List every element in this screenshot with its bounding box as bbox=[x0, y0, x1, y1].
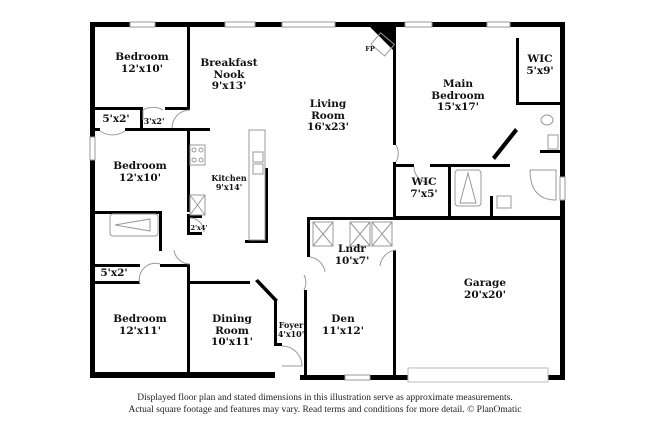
room-dims: 4'x10' bbox=[277, 328, 305, 339]
room-name: Bedroom bbox=[115, 51, 169, 63]
room-dims: 10'x11' bbox=[211, 336, 253, 349]
room-name: Foyer bbox=[278, 320, 304, 330]
room-label-closet-3: 5'x2' bbox=[100, 267, 128, 280]
room-dims: 10'x7' bbox=[334, 254, 370, 267]
room-name: Dining bbox=[212, 313, 252, 325]
room-dims: 15'x17' bbox=[437, 101, 479, 114]
room-name: Garage bbox=[463, 277, 507, 289]
room-name: Lndr bbox=[338, 243, 366, 255]
room-name: Breakfast bbox=[200, 57, 258, 69]
room-dims: 11'x12' bbox=[322, 324, 364, 337]
room-dims: 3'x2' bbox=[143, 116, 165, 126]
disclaimer-line-2: Actual square footage and features may v… bbox=[128, 405, 522, 415]
room-dims: 7'x5' bbox=[410, 187, 438, 200]
disclaimer-line-1: Displayed floor plan and stated dimensio… bbox=[137, 393, 513, 403]
room-dims: 5'x2' bbox=[100, 267, 128, 279]
room-name: Main bbox=[442, 78, 474, 90]
room-name: Nook bbox=[213, 68, 245, 81]
room-name: WIC bbox=[527, 53, 553, 65]
fireplace-label: FP bbox=[365, 45, 375, 53]
room-name: Room bbox=[311, 109, 345, 122]
room-name: Room bbox=[215, 324, 249, 337]
room-dims: 9'x13' bbox=[211, 80, 247, 93]
room-name: Bedroom bbox=[431, 89, 485, 102]
room-label-closet-2: 3'x2' bbox=[144, 117, 165, 126]
room-label-pantry: 2'x4' bbox=[190, 224, 208, 232]
room-dims: 5'x9' bbox=[526, 64, 554, 77]
room-dims: 16'x23' bbox=[307, 121, 349, 134]
room-dims: 9'x14' bbox=[215, 181, 243, 192]
room-dims: 2'x4' bbox=[190, 224, 208, 232]
room-name: Bedroom bbox=[113, 160, 167, 172]
room-name: Bedroom bbox=[113, 313, 167, 325]
room-name: Kitchen bbox=[211, 173, 247, 183]
room-dims: 12'x10' bbox=[121, 62, 163, 75]
room-label-closet-1: 5'x2' bbox=[102, 113, 130, 126]
room-name: Living bbox=[309, 98, 347, 110]
room-name: WIC bbox=[411, 176, 437, 188]
room-dims: 5'x2' bbox=[102, 113, 130, 125]
room-dims: 12'x10' bbox=[119, 171, 161, 184]
room-dims: 12'x11' bbox=[119, 324, 161, 337]
room-dims: 20'x20' bbox=[464, 288, 506, 301]
room-name: Den bbox=[331, 313, 355, 325]
